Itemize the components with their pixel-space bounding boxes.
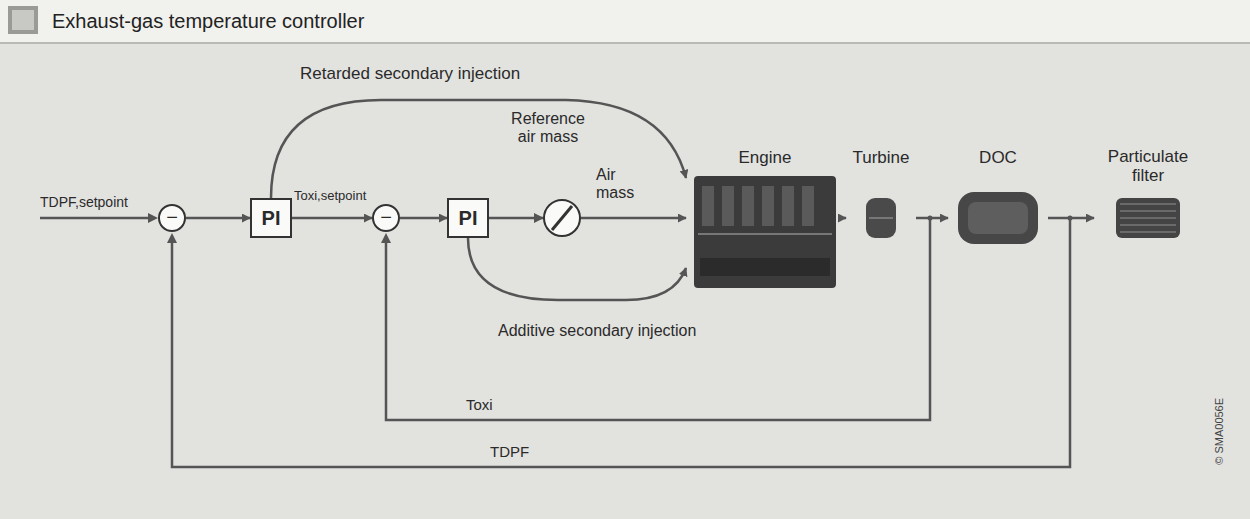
engine-rib	[742, 186, 754, 226]
signal-label: TDPF	[490, 443, 529, 460]
turbine-detail	[869, 217, 893, 219]
engine-rib	[802, 186, 814, 226]
engine-rib	[782, 186, 794, 226]
doc-picture	[948, 192, 1048, 244]
signal-label: Reference air mass	[506, 110, 590, 147]
turbine-component: Turbine	[846, 148, 916, 242]
dpf-picture	[1094, 198, 1202, 238]
setpoint-line	[40, 217, 152, 220]
diagram-title: Exhaust-gas temperature controller	[52, 10, 364, 33]
doc-core	[968, 202, 1028, 234]
arrow-head	[534, 213, 544, 223]
doc-body	[958, 192, 1038, 244]
pi-controller-box: PI	[250, 198, 292, 238]
throttle-symbol	[544, 200, 580, 236]
feedback-line	[172, 218, 1070, 467]
engine-edge	[698, 233, 832, 235]
engine-block	[694, 176, 836, 288]
edge-label: Toxi,setpoint	[294, 189, 366, 204]
summing-junction: −	[372, 204, 400, 232]
node-label: −	[380, 207, 392, 227]
connector	[400, 217, 447, 220]
signal-label: Air mass	[596, 166, 640, 203]
connector	[186, 217, 250, 220]
filter-body	[1116, 198, 1180, 238]
edge-label: Retarded secondary injection	[300, 64, 520, 84]
engine-sump	[700, 258, 830, 276]
summing-junction: −	[158, 204, 186, 232]
engine-rib	[762, 186, 774, 226]
node-label: PI	[262, 207, 281, 230]
node-label: Turbine	[846, 148, 916, 168]
junction-dot	[1068, 216, 1073, 221]
connector	[844, 217, 846, 220]
node-label: Engine	[686, 148, 844, 168]
title-icon	[8, 6, 38, 34]
node-label: −	[166, 207, 178, 227]
engine-component: Engine	[686, 148, 844, 292]
engine-picture	[686, 176, 844, 288]
signal-label: Toxi	[466, 396, 493, 413]
feedback-line	[386, 218, 930, 420]
node-label: PI	[459, 207, 478, 230]
pi-controller-box: PI	[447, 198, 489, 238]
turbine-picture	[846, 198, 916, 238]
doc-component: DOC	[948, 148, 1048, 248]
arrow-head	[381, 233, 391, 243]
signal-label: TDPF,setpoint	[40, 194, 128, 210]
edge-label: Additive secondary injection	[498, 322, 712, 340]
throttle-flap	[552, 206, 572, 230]
engine-rib	[722, 186, 734, 226]
figure-code: © SMA0056E	[1213, 398, 1226, 465]
arrow-head	[167, 233, 177, 243]
filter-channel	[1120, 217, 1176, 219]
title-icon	[12, 10, 34, 30]
connector	[271, 100, 686, 198]
throttle-symbol	[544, 200, 580, 236]
filter-channel	[1120, 231, 1176, 233]
arrow-head	[148, 213, 158, 223]
connector	[292, 217, 372, 220]
filter-channel	[1120, 203, 1176, 205]
filter-channel	[1120, 224, 1176, 226]
filter-channel	[1120, 210, 1176, 212]
connector	[489, 217, 686, 220]
turbine-body	[866, 198, 896, 238]
engine-rib	[702, 186, 714, 226]
node-label: DOC	[948, 148, 1048, 168]
connector	[468, 238, 686, 300]
node-label: Particulate filter	[1094, 148, 1202, 185]
junction-dot	[928, 216, 933, 221]
dpf-component: Particulate filter	[1094, 148, 1202, 242]
